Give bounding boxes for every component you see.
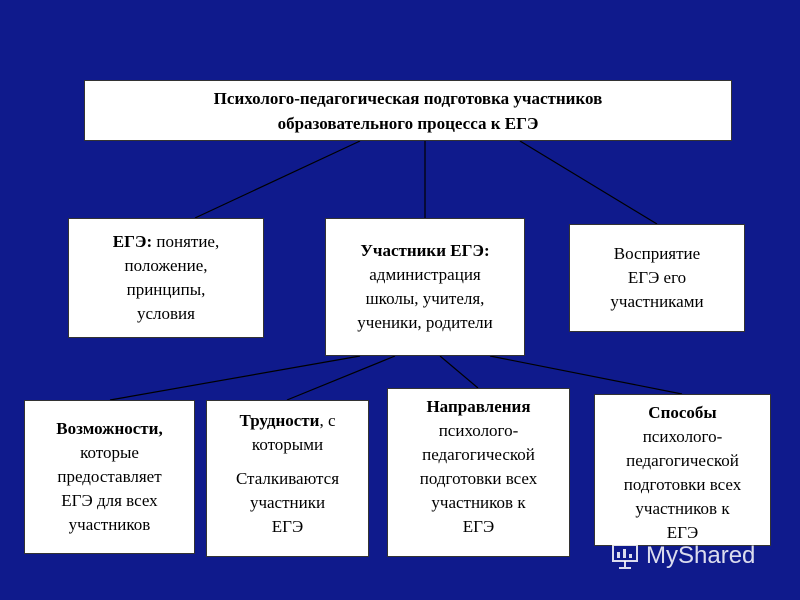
connector-participants-methods: [489, 355, 683, 395]
ege-perception-line-2: ЕГЭ его: [627, 268, 687, 287]
ege-perception-box: Восприятие ЕГЭ его участниками: [569, 224, 745, 332]
connector-participants-opportunities: [109, 355, 361, 401]
difficulties-line-3: Сталкиваются: [235, 469, 340, 488]
root-line-1: Психолого-педагогическая подготовка учас…: [213, 88, 603, 108]
ege-concept-rest: понятие,: [152, 232, 220, 251]
ege-participants-bold-text: Участники ЕГЭ:: [360, 241, 490, 260]
directions-box: Направления психолого- педагогической по…: [387, 388, 570, 557]
root-line-2: образовательного процесса к ЕГЭ: [277, 113, 539, 133]
connector-participants-difficulties: [286, 355, 396, 401]
ege-concept-line-1: ЕГЭ: понятие,: [113, 230, 219, 254]
directions-line-3: педагогической: [422, 445, 535, 464]
difficulties-bold: Трудности: [239, 411, 320, 430]
watermark-text: MyShared: [646, 542, 756, 569]
ege-concept-box: ЕГЭ: понятие, положение, принципы, услов…: [68, 218, 264, 338]
methods-line-6: ЕГЭ: [666, 523, 699, 542]
ege-participants-line-3: школы, учителя,: [365, 289, 485, 308]
difficulties-line-1: Трудности, с: [240, 409, 336, 433]
connector-root-ege: [194, 140, 361, 219]
presentation-board-icon: [612, 544, 638, 569]
opportunities-line-4: ЕГЭ для всех: [61, 491, 158, 510]
methods-bold-text: Способы: [648, 403, 717, 422]
methods-line-4: подготовки всех: [623, 475, 742, 494]
methods-line-5: участников к: [635, 499, 730, 518]
ege-concept-bold: ЕГЭ:: [112, 232, 153, 251]
directions-line-4: подготовки всех: [419, 469, 538, 488]
ege-concept-line-3: принципы,: [126, 280, 206, 299]
difficulties-rest: , с: [319, 411, 336, 430]
methods-line-2: психолого-: [642, 427, 723, 446]
ege-participants-line-4: ученики, родители: [357, 313, 493, 332]
ege-participants-bold: Участники ЕГЭ:: [360, 239, 489, 263]
directions-line-2: психолого-: [438, 421, 519, 440]
ege-perception-line-3: участниками: [610, 292, 704, 311]
difficulties-line-5: ЕГЭ: [271, 517, 304, 536]
directions-bold: Направления: [426, 395, 530, 419]
ege-participants-box: Участники ЕГЭ: администрация школы, учит…: [325, 218, 525, 356]
ege-participants-line-2: администрация: [369, 265, 481, 284]
difficulties-line-2: которыми: [251, 435, 324, 454]
directions-bold-text: Направления: [426, 397, 531, 416]
methods-line-3: педагогической: [626, 451, 739, 470]
directions-line-5: участников к: [431, 493, 526, 512]
watermark: MyShared: [610, 536, 790, 576]
ege-concept-line-4: условия: [137, 304, 195, 323]
ege-concept-line-2: положение,: [124, 256, 208, 275]
connector-participants-directions: [439, 355, 479, 389]
root-box: Психолого-педагогическая подготовка учас…: [84, 80, 732, 141]
opportunities-bold: Возможности,: [56, 417, 162, 441]
opportunities-line-2: которые: [80, 443, 139, 462]
opportunities-line-3: предоставляет: [57, 467, 162, 486]
difficulties-line-4: участники: [249, 493, 326, 512]
methods-bold: Способы: [648, 401, 716, 425]
methods-box: Способы психолого- педагогической подгот…: [594, 394, 771, 546]
ege-perception-line-1: Восприятие: [613, 244, 701, 263]
connector-root-perception: [519, 140, 658, 225]
difficulties-box: Трудности, с которыми Сталкиваются участ…: [206, 400, 369, 557]
opportunities-line-5: участников: [68, 515, 151, 534]
opportunities-box: Возможности, которые предоставляет ЕГЭ д…: [24, 400, 195, 554]
opportunities-bold-text: Возможности,: [56, 419, 163, 438]
directions-line-6: ЕГЭ: [462, 517, 495, 536]
